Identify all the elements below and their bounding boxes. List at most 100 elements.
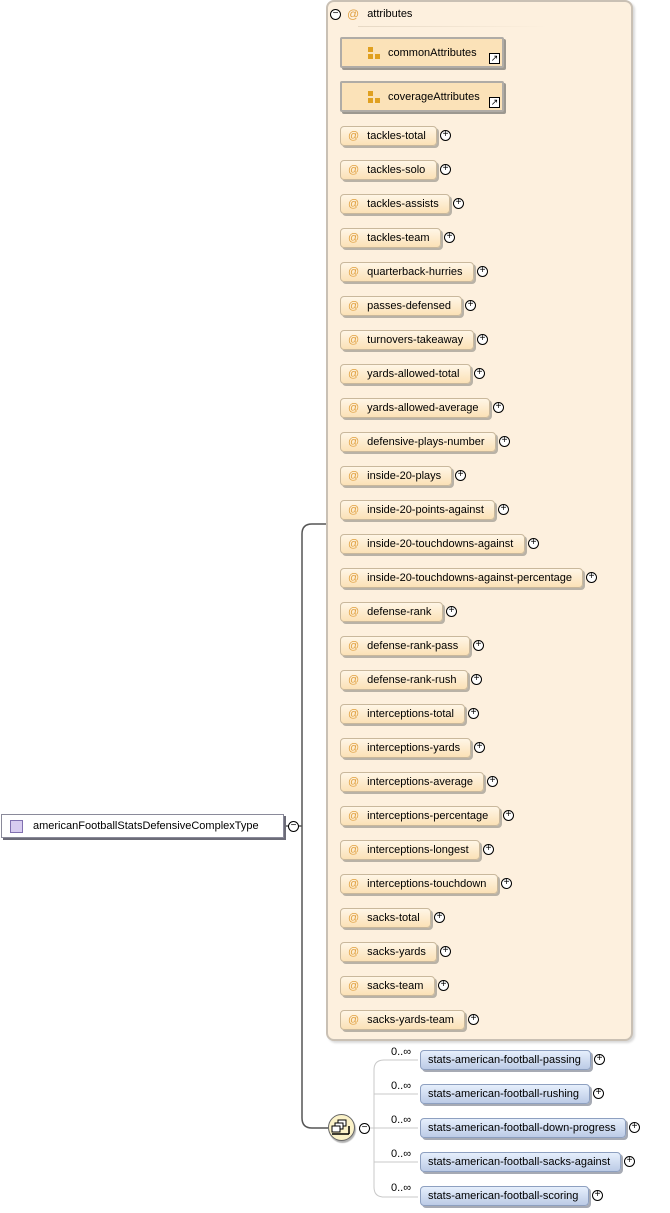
attribute-interceptions-yards[interactable]: @ interceptions-yards bbox=[340, 738, 471, 758]
expand-attribute-toggle[interactable]: + bbox=[493, 402, 504, 413]
attribute-sacks-total[interactable]: @sacks-total bbox=[340, 908, 431, 928]
occurrence-label: 0..∞ bbox=[391, 1148, 412, 1160]
collapse-sequence-toggle[interactable]: − bbox=[359, 1123, 370, 1134]
attribute-label: quarterback-hurries bbox=[367, 266, 463, 278]
attribute-interceptions-longest[interactable]: @interceptions-longest bbox=[340, 840, 480, 860]
attribute-defense-rank-pass[interactable]: @ defense-rank-pass bbox=[340, 636, 470, 656]
expand-attribute-toggle[interactable]: + bbox=[438, 980, 449, 991]
expand-attribute-toggle[interactable]: + bbox=[444, 232, 455, 243]
attribute-label: tackles-assists bbox=[367, 198, 439, 210]
attribute-inside-20-touchdowns-against-percentage[interactable]: @inside-20-touchdowns-against-percentage bbox=[340, 568, 583, 588]
attribute-group-icon bbox=[368, 46, 380, 59]
element-label: stats-american-football-rushing bbox=[428, 1088, 580, 1100]
element-stats-american-football-scoring[interactable]: stats-american-football-scoring bbox=[420, 1186, 589, 1206]
attribute-at-icon: @ bbox=[348, 164, 360, 176]
expand-attribute-toggle[interactable]: + bbox=[471, 674, 482, 685]
expand-attribute-toggle[interactable]: + bbox=[440, 130, 451, 141]
attribute-defensive-plays-number[interactable]: @defensive-plays-number bbox=[340, 432, 496, 452]
expand-attribute-toggle[interactable]: + bbox=[474, 742, 485, 753]
expand-attribute-toggle[interactable]: + bbox=[501, 878, 512, 889]
expand-element-toggle[interactable]: + bbox=[629, 1122, 640, 1133]
attribute-at-icon: @ bbox=[348, 742, 360, 754]
expand-element-toggle[interactable]: + bbox=[594, 1054, 605, 1065]
attribute-at-icon: @ bbox=[348, 402, 360, 414]
expand-attribute-toggle[interactable]: + bbox=[528, 538, 539, 549]
collapse-root-toggle[interactable]: − bbox=[288, 821, 299, 832]
attribute-interceptions-touchdown[interactable]: @interceptions-touchdown bbox=[340, 874, 498, 894]
expand-attribute-toggle[interactable]: + bbox=[434, 912, 445, 923]
attribute-turnovers-takeaway[interactable]: @turnovers-takeaway bbox=[340, 330, 474, 350]
attribute-label: interceptions-total bbox=[367, 708, 454, 720]
attribute-at-icon: @ bbox=[348, 844, 360, 856]
attribute-label: tackles-total bbox=[367, 130, 426, 142]
attribute-interceptions-percentage[interactable]: @interceptions-percentage bbox=[340, 806, 500, 826]
expand-attribute-toggle[interactable]: + bbox=[446, 606, 457, 617]
attribute-interceptions-total[interactable]: @interceptions-total bbox=[340, 704, 465, 724]
attribute-inside-20-touchdowns-against[interactable]: @inside-20-touchdowns-against bbox=[340, 534, 525, 554]
expand-attribute-toggle[interactable]: + bbox=[487, 776, 498, 787]
attribute-at-icon: @ bbox=[348, 538, 360, 550]
attribute-at-icon: @ bbox=[348, 606, 360, 618]
attribute-label: yards-allowed-average bbox=[367, 402, 479, 414]
attribute-inside-20-plays[interactable]: @inside-20-plays bbox=[340, 466, 452, 486]
attribute-at-icon: @ bbox=[348, 640, 360, 652]
attribute-passes-defensed[interactable]: @passes-defensed bbox=[340, 296, 462, 316]
attribute-group-coverageAttributes[interactable]: coverageAttributes↗ bbox=[340, 81, 504, 112]
expand-attribute-toggle[interactable]: + bbox=[477, 334, 488, 345]
expand-element-toggle[interactable]: + bbox=[593, 1088, 604, 1099]
expand-attribute-toggle[interactable]: + bbox=[499, 436, 510, 447]
occurrence-label: 0..∞ bbox=[391, 1114, 412, 1126]
attribute-sacks-team[interactable]: @sacks-team bbox=[340, 976, 435, 996]
attribute-label: sacks-yards-team bbox=[367, 1014, 454, 1026]
complex-type-node[interactable]: americanFootballStatsDefensiveComplexTyp… bbox=[1, 814, 284, 838]
expand-attribute-toggle[interactable]: + bbox=[474, 368, 485, 379]
attribute-sacks-yards[interactable]: @sacks-yards bbox=[340, 942, 437, 962]
element-stats-american-football-passing[interactable]: stats-american-football-passing bbox=[420, 1050, 591, 1070]
attribute-sacks-yards-team[interactable]: @sacks-yards-team bbox=[340, 1010, 465, 1030]
attribute-at-icon: @ bbox=[348, 266, 360, 278]
reference-arrow-icon: ↗ bbox=[489, 53, 500, 64]
attribute-label: interceptions-yards bbox=[367, 742, 461, 754]
expand-attribute-toggle[interactable]: + bbox=[473, 640, 484, 651]
collapse-attributes-toggle[interactable]: − bbox=[330, 8, 341, 20]
expand-attribute-toggle[interactable]: + bbox=[468, 1014, 479, 1025]
attribute-defense-rank-rush[interactable]: @defense-rank-rush bbox=[340, 670, 468, 690]
attribute-tackles-solo[interactable]: @tackles-solo bbox=[340, 160, 437, 180]
expand-attribute-toggle[interactable]: + bbox=[440, 164, 451, 175]
attributes-header-label: attributes bbox=[367, 8, 413, 20]
attribute-at-icon: @ bbox=[348, 504, 360, 516]
attribute-at-icon: @ bbox=[348, 980, 360, 992]
complex-type-icon bbox=[10, 819, 23, 833]
expand-attribute-toggle[interactable]: + bbox=[455, 470, 466, 481]
attribute-defense-rank[interactable]: @defense-rank bbox=[340, 602, 443, 622]
element-stats-american-football-down-progress[interactable]: stats-american-football-down-progress bbox=[420, 1118, 626, 1138]
expand-attribute-toggle[interactable]: + bbox=[465, 300, 476, 311]
header-divider bbox=[358, 26, 548, 27]
attribute-label: sacks-total bbox=[367, 912, 420, 924]
attribute-label: defense-rank-pass bbox=[367, 640, 459, 652]
attribute-quarterback-hurries[interactable]: @ quarterback-hurries bbox=[340, 262, 474, 282]
expand-attribute-toggle[interactable]: + bbox=[468, 708, 479, 719]
sequence-compositor[interactable] bbox=[328, 1114, 355, 1141]
attribute-interceptions-average[interactable]: @interceptions-average bbox=[340, 772, 484, 792]
occurrence-label: 0..∞ bbox=[391, 1080, 412, 1092]
expand-attribute-toggle[interactable]: + bbox=[483, 844, 494, 855]
element-stats-american-football-sacks-against[interactable]: stats-american-football-sacks-against bbox=[420, 1152, 621, 1172]
expand-element-toggle[interactable]: + bbox=[624, 1156, 635, 1167]
attribute-yards-allowed-average[interactable]: @ yards-allowed-average bbox=[340, 398, 490, 418]
attribute-group-commonAttributes[interactable]: commonAttributes↗ bbox=[340, 37, 504, 68]
expand-attribute-toggle[interactable]: + bbox=[586, 572, 597, 583]
attribute-yards-allowed-total[interactable]: @yards-allowed-total bbox=[340, 364, 471, 384]
attribute-tackles-assists[interactable]: @tackles-assists bbox=[340, 194, 450, 214]
element-stats-american-football-rushing[interactable]: stats-american-football-rushing bbox=[420, 1084, 590, 1104]
sequence-icon bbox=[331, 1119, 350, 1135]
expand-attribute-toggle[interactable]: + bbox=[440, 946, 451, 957]
attribute-tackles-team[interactable]: @tackles-team bbox=[340, 228, 441, 248]
attribute-inside-20-points-against[interactable]: @inside-20-points-against bbox=[340, 500, 495, 520]
attribute-tackles-total[interactable]: @tackles-total bbox=[340, 126, 437, 146]
expand-attribute-toggle[interactable]: + bbox=[453, 198, 464, 209]
expand-attribute-toggle[interactable]: + bbox=[498, 504, 509, 515]
expand-attribute-toggle[interactable]: + bbox=[477, 266, 488, 277]
expand-attribute-toggle[interactable]: + bbox=[503, 810, 514, 821]
expand-element-toggle[interactable]: + bbox=[592, 1190, 603, 1201]
